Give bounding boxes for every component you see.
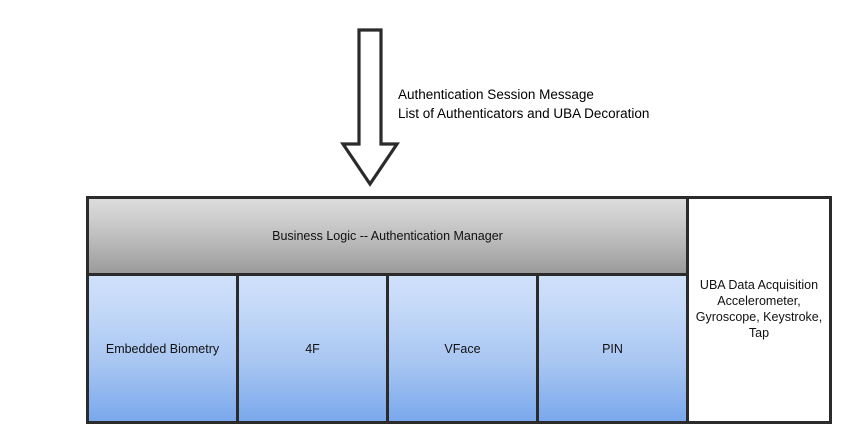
business-logic-stack: Business Logic -- Authentication Manager… — [89, 199, 689, 421]
authenticator-label: Embedded Biometry — [105, 341, 220, 356]
business-logic-header: Business Logic -- Authentication Manager — [89, 199, 686, 276]
uba-data-acquisition-column[interactable]: UBA Data Acquisition Accelerometer, Gyro… — [689, 199, 829, 421]
uba-line-2: Accelerometer, — [717, 294, 801, 308]
uba-line-3: Gyroscope, Keystroke, — [695, 310, 823, 324]
arrow-message-line-1: Authentication Session Message — [398, 87, 594, 102]
arrow-message-label: Authentication Session Message List of A… — [398, 85, 649, 123]
authenticator-label: 4F — [305, 341, 320, 356]
authenticator-cell-pin[interactable]: PIN — [539, 276, 686, 421]
business-logic-header-label: Business Logic -- Authentication Manager — [272, 229, 503, 243]
authenticator-cell-embedded-biometry[interactable]: Embedded Biometry — [89, 276, 239, 421]
authenticator-cell-vface[interactable]: VFace — [389, 276, 539, 421]
arrow-message-line-2: List of Authenticators and UBA Decoratio… — [398, 106, 650, 121]
architecture-container: Business Logic -- Authentication Manager… — [86, 196, 832, 424]
authenticator-row: Embedded Biometry 4F VFace PIN — [89, 276, 686, 421]
authenticator-label: PIN — [602, 341, 623, 356]
down-arrow-icon — [339, 28, 401, 187]
uba-line-4: Tap — [748, 326, 770, 340]
authenticator-label: VFace — [444, 341, 481, 356]
uba-line-1: UBA Data Acquisition — [699, 278, 819, 292]
authenticator-cell-4f[interactable]: 4F — [239, 276, 389, 421]
uba-data-acquisition-text: UBA Data Acquisition Accelerometer, Gyro… — [690, 277, 828, 341]
